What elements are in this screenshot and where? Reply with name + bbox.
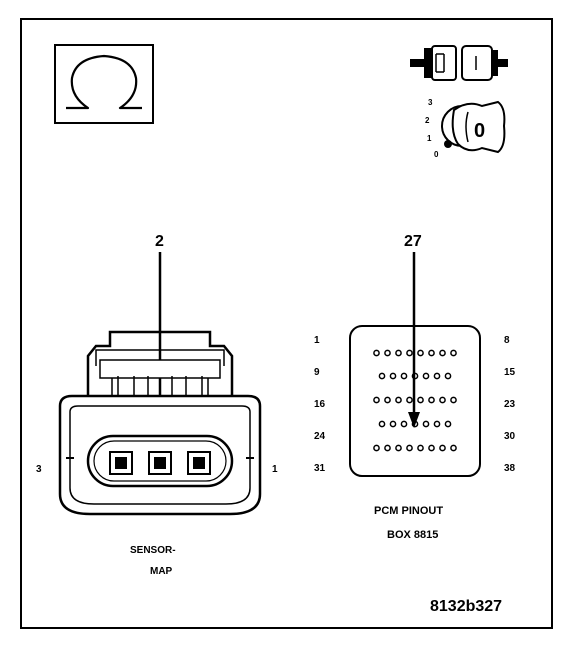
key-position-label: 0 <box>474 120 485 142</box>
pcm-row-end-label: 30 <box>504 431 516 442</box>
pcm-row-start-label: 24 <box>314 431 326 442</box>
pcm-row-end-label: 15 <box>504 367 516 378</box>
pcm-pin <box>439 349 446 357</box>
switch-position-0: 0 <box>434 150 439 159</box>
pcm-row-start-label: 16 <box>314 399 326 410</box>
pcm-pin <box>439 396 446 404</box>
pcm-pin <box>422 420 430 428</box>
pcm-title-line1: PCM PINOUT <box>374 505 444 517</box>
pcm-pin <box>417 349 424 357</box>
sensor-name-line1: SENSOR- <box>130 545 176 556</box>
pcm-pin <box>422 372 430 380</box>
pcm-pin <box>384 396 391 404</box>
sensor-pin-1-label: 1 <box>272 464 278 475</box>
pcm-row-end-label: 23 <box>504 399 516 410</box>
pcm-row-start-label: 31 <box>314 463 326 474</box>
pcm-pin <box>400 420 408 428</box>
pcm-pin <box>428 349 435 357</box>
pcm-pin <box>378 372 386 380</box>
pcm-row-labels: 1 8 9 15 16 23 24 30 31 38 <box>314 335 516 474</box>
ignition-key-off-icon: 0 3 2 1 0 <box>425 98 506 159</box>
switch-position-3: 3 <box>428 98 433 107</box>
pcm-pin <box>395 396 402 404</box>
pcm-pin <box>406 444 413 452</box>
pcm-pin <box>406 349 413 357</box>
pcm-pin <box>384 349 391 357</box>
pcm-pin <box>433 372 441 380</box>
pcm-row-end-label: 8 <box>504 335 510 346</box>
pcm-pin <box>450 444 457 452</box>
pcm-pin <box>428 444 435 452</box>
pcm-pin-grid <box>373 349 457 452</box>
pcm-pin <box>373 349 380 357</box>
pcm-pin <box>444 420 452 428</box>
pcm-pin <box>389 372 397 380</box>
pcm-pin <box>417 396 424 404</box>
pcm-pin <box>389 420 397 428</box>
sensor-pin-3-label: 3 <box>36 464 42 475</box>
pcm-title-line2: BOX 8815 <box>387 529 439 541</box>
pcm-pin <box>400 372 408 380</box>
pcm-pin <box>378 420 386 428</box>
pcm-pin <box>450 396 457 404</box>
figure-id: 8132b327 <box>430 598 503 615</box>
pcm-pin-callout: 27 <box>404 233 422 250</box>
pcm-pin <box>373 444 380 452</box>
sensor-name-line2: MAP <box>150 566 173 577</box>
pcm-pin <box>428 396 435 404</box>
pcm-pin <box>384 444 391 452</box>
pcm-pin <box>417 444 424 452</box>
pcm-pin <box>406 396 413 404</box>
pcm-pin <box>439 444 446 452</box>
ohmmeter-icon <box>54 44 154 124</box>
pcm-row-start-label: 1 <box>314 335 320 346</box>
pcm-pin <box>395 444 402 452</box>
pcm-pin <box>433 420 441 428</box>
pcm-pin <box>395 349 402 357</box>
pcm-pin <box>444 372 452 380</box>
sensor-pin-callout: 2 <box>155 233 164 250</box>
pcm-row-start-label: 9 <box>314 367 320 378</box>
pcm-pin <box>373 396 380 404</box>
switch-position-1: 1 <box>427 134 432 143</box>
switch-position-2: 2 <box>425 116 430 125</box>
pcm-pin <box>450 349 457 357</box>
disconnected-connector-icon <box>410 45 508 81</box>
pcm-row-end-label: 38 <box>504 463 516 474</box>
diagram-frame <box>20 18 553 629</box>
sensor-connector-drawing: 2 3 1 <box>36 233 278 516</box>
